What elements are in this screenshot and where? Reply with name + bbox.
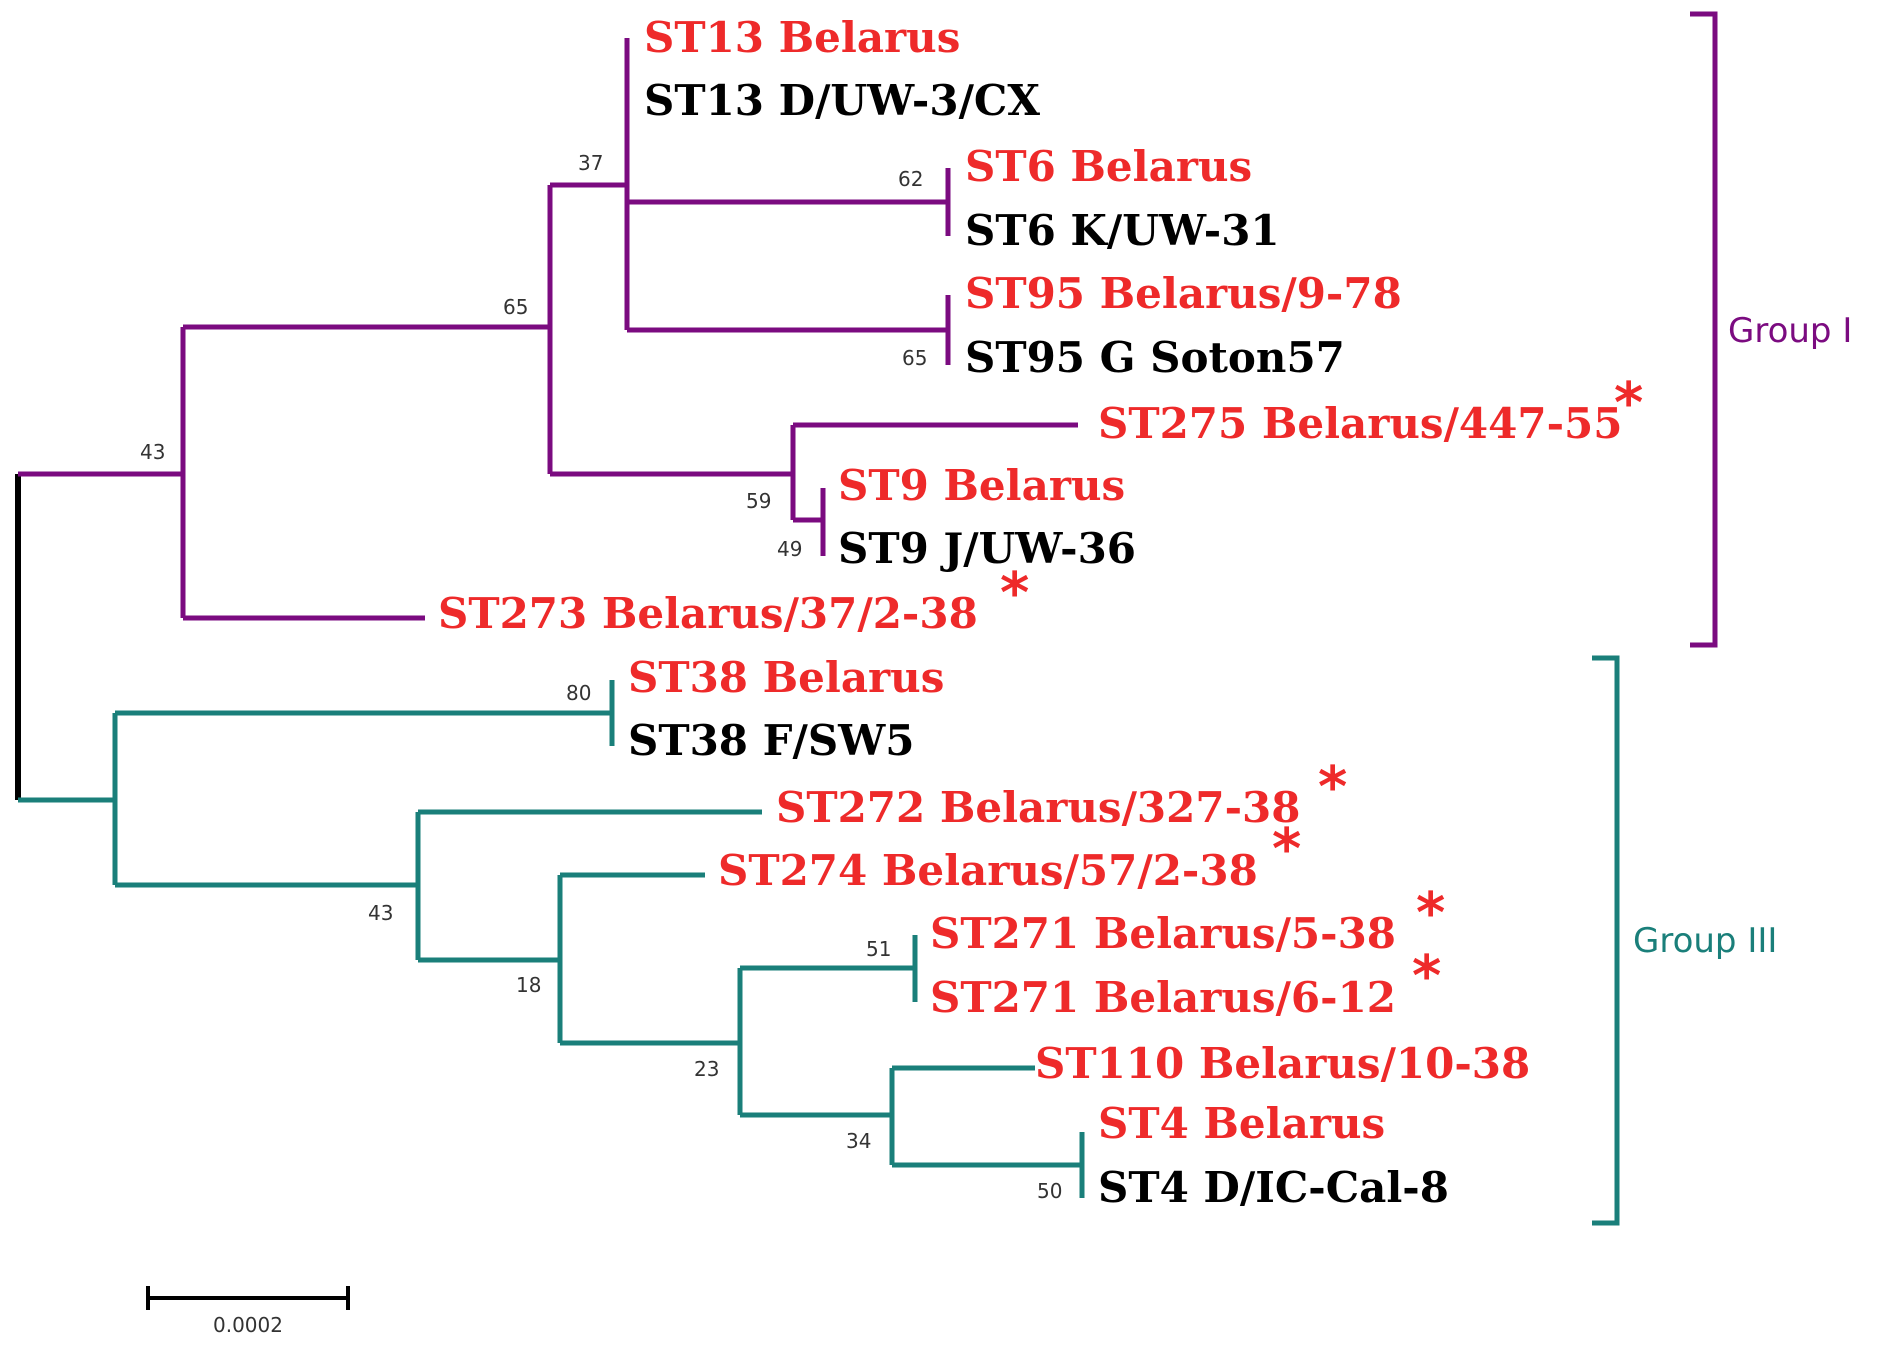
novel-marker-icon: * xyxy=(1416,881,1445,946)
taxon-label: ST274 Belarus/57/2-38 xyxy=(718,846,1258,895)
group-i-branches xyxy=(18,38,1078,621)
bootstrap-value: 34 xyxy=(846,1129,871,1153)
taxon-label: ST275 Belarus/447-55 xyxy=(1098,399,1622,448)
bootstrap-value: 62 xyxy=(898,167,923,191)
taxon-label: ST273 Belarus/37/2-38 xyxy=(438,589,978,638)
bootstrap-value: 65 xyxy=(503,295,528,319)
scale-bar xyxy=(146,1286,350,1310)
group-i-label: Group I xyxy=(1728,311,1852,351)
taxon-label: ST6 Belarus xyxy=(965,142,1252,191)
taxon-label: ST13 Belarus xyxy=(644,13,960,62)
bootstrap-values: 37 62 65 65 43 59 49 80 43 18 23 51 34 5… xyxy=(140,151,1062,1203)
taxon-label: ST271 Belarus/6-12 xyxy=(930,973,1396,1022)
group-i-bracket xyxy=(1690,11,1718,648)
taxon-label: ST9 J/UW-36 xyxy=(838,524,1136,573)
bootstrap-value: 23 xyxy=(694,1057,719,1081)
taxon-label: ST95 G Soton57 xyxy=(965,333,1345,382)
taxon-label: ST271 Belarus/5-38 xyxy=(930,909,1396,958)
taxon-label: ST110 Belarus/10-38 xyxy=(1035,1039,1530,1088)
bootstrap-value: 49 xyxy=(777,537,802,561)
bootstrap-value: 18 xyxy=(516,973,541,997)
bootstrap-value: 43 xyxy=(140,440,165,464)
group-iii-label: Group III xyxy=(1633,921,1777,961)
taxon-label: ST13 D/UW-3/CX xyxy=(644,76,1040,125)
bootstrap-value: 50 xyxy=(1037,1179,1062,1203)
bootstrap-value: 37 xyxy=(578,151,603,175)
novel-marker-icon: * xyxy=(1318,755,1347,820)
taxon-label: ST38 Belarus xyxy=(628,653,944,702)
group-iii-bracket xyxy=(1592,655,1620,1226)
taxon-label: ST38 F/SW5 xyxy=(628,716,915,765)
group-iii-branches xyxy=(18,680,1085,1198)
taxon-label: ST9 Belarus xyxy=(838,461,1125,510)
taxon-label: ST4 Belarus xyxy=(1098,1099,1385,1148)
novel-marker-icon: * xyxy=(1000,561,1029,626)
taxon-labels: ST13 Belarus ST13 D/UW-3/CX ST6 Belarus … xyxy=(438,13,1622,1212)
novel-marker-icon: * xyxy=(1412,944,1441,1009)
bootstrap-value: 51 xyxy=(866,937,891,961)
taxon-label: ST95 Belarus/9-78 xyxy=(965,269,1402,318)
taxon-label: ST6 K/UW-31 xyxy=(965,206,1280,255)
novel-markers: * * * * * * xyxy=(1000,371,1643,1009)
scale-bar-label: 0.0002 xyxy=(213,1313,283,1337)
novel-marker-icon: * xyxy=(1272,817,1301,882)
bootstrap-value: 80 xyxy=(566,681,591,705)
bootstrap-value: 65 xyxy=(902,346,927,370)
novel-marker-icon: * xyxy=(1614,371,1643,436)
taxon-label: ST4 D/IC-Cal-8 xyxy=(1098,1163,1449,1212)
taxon-label: ST272 Belarus/327-38 xyxy=(776,783,1300,832)
bootstrap-value: 59 xyxy=(746,489,771,513)
bootstrap-value: 43 xyxy=(368,901,393,925)
